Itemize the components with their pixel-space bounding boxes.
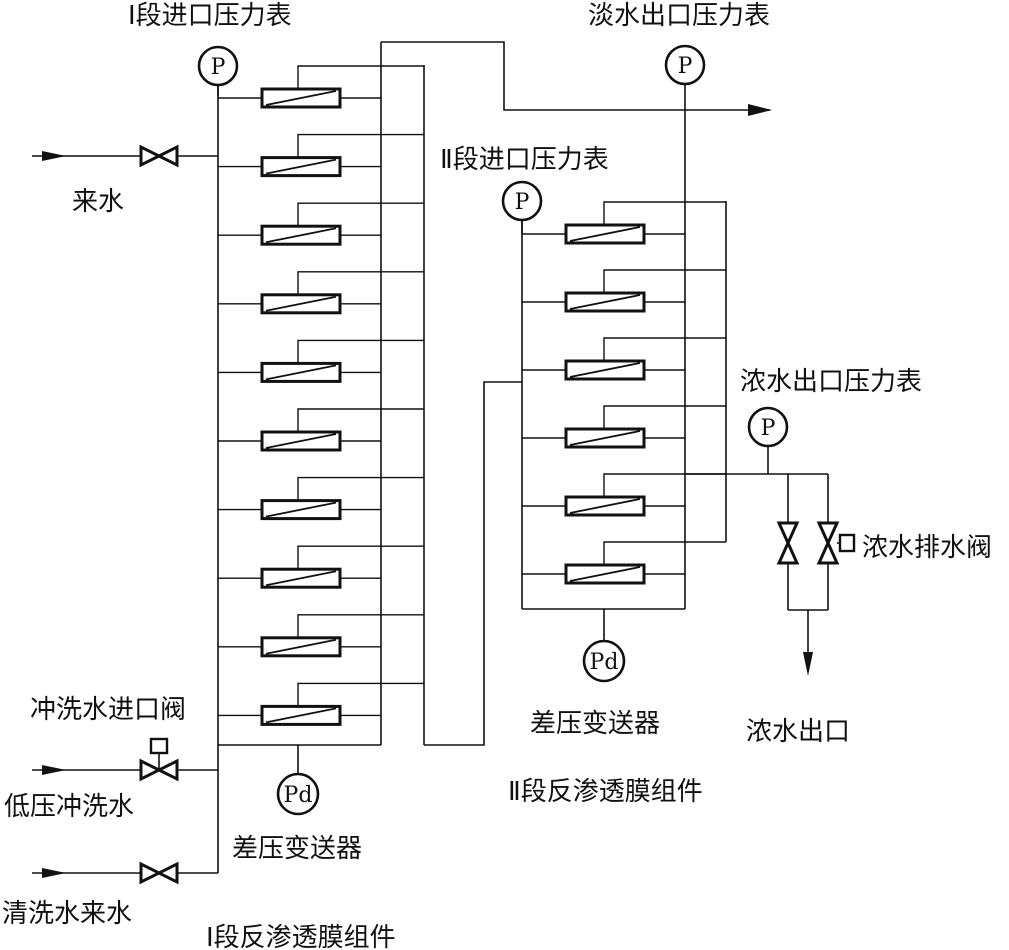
cleaning-water-valve[interactable] xyxy=(139,861,179,885)
feed-water-valve[interactable] xyxy=(139,144,179,168)
gauge-symbol: P xyxy=(761,416,776,441)
stage1-membrane-array xyxy=(218,65,424,726)
membrane-element xyxy=(218,545,424,589)
dp-symbol: Pd xyxy=(590,650,619,675)
membrane-element xyxy=(218,65,424,109)
membrane-element xyxy=(522,405,726,449)
membrane-diagonal xyxy=(569,498,641,514)
concentrate-outlet-gauge-label: 浓水出口压力表 xyxy=(740,367,922,397)
concentrate-outlet-arrowhead xyxy=(803,652,813,676)
membrane-diagonal xyxy=(265,501,337,518)
membrane-element xyxy=(218,202,424,246)
membrane-diagonal xyxy=(569,226,641,242)
membrane-diagonal xyxy=(265,227,337,244)
stage1-dp-transmitter-label: 差压变送器 xyxy=(232,834,362,864)
stage1-module-label: Ⅰ段反渗透膜组件 xyxy=(206,923,396,950)
product-outlet-gauge: P xyxy=(664,44,706,86)
cleaning-water-inlet-label: 清洗水来水 xyxy=(2,899,132,929)
concentrate-drain-valve[interactable] xyxy=(816,521,840,565)
concentrate-valve[interactable] xyxy=(776,521,800,565)
membrane-diagonal xyxy=(265,433,337,449)
membrane-diagonal xyxy=(265,295,337,312)
stage2-inlet-gauge: P xyxy=(501,180,543,234)
gauge-symbol: P xyxy=(678,54,693,79)
membrane-diagonal xyxy=(265,364,337,381)
cleaning-water-line xyxy=(32,861,218,885)
membrane-diagonal xyxy=(265,638,337,655)
membrane-diagonal xyxy=(265,90,337,106)
membrane-diagonal xyxy=(569,566,641,582)
concentrate-outlet-assembly: P xyxy=(685,406,856,676)
product-outlet-arrowhead xyxy=(748,104,772,116)
membrane-element xyxy=(218,476,424,521)
membrane-diagonal xyxy=(569,362,641,378)
membrane-diagonal xyxy=(265,570,337,587)
membrane-element xyxy=(522,337,726,381)
drain-valve-actuator xyxy=(838,533,856,553)
stage2-inlet-gauge-label: Ⅱ段进口压力表 xyxy=(440,145,609,175)
gauge-symbol: P xyxy=(515,190,530,215)
valve-actuator xyxy=(149,737,169,755)
interstage-pipe xyxy=(424,381,522,746)
membrane-element xyxy=(522,473,726,517)
stage2-dp-transmitter: Pd xyxy=(582,609,626,683)
concentrate-outlet-gauge xyxy=(747,406,789,448)
membrane-diagonal xyxy=(265,707,337,724)
stage2-module-label: Ⅱ段反渗透膜组件 xyxy=(508,777,703,807)
membrane-diagonal xyxy=(569,430,641,446)
concentrate-outlet-label: 浓水出口 xyxy=(746,717,850,747)
stage2-membrane-array xyxy=(522,201,726,585)
flush-water-line xyxy=(32,737,218,782)
membrane-element xyxy=(218,271,424,315)
product-outlet-pipe xyxy=(381,41,770,111)
stage1-inlet-gauge-label: Ⅰ段进口压力表 xyxy=(128,1,292,31)
membrane-diagonal xyxy=(569,294,641,310)
stage2-dp-transmitter-label: 差压变送器 xyxy=(530,709,660,739)
feed-water-line xyxy=(32,144,218,168)
product-outlet-gauge-label: 淡水出口压力表 xyxy=(588,1,770,31)
membrane-element xyxy=(218,133,424,178)
membrane-element xyxy=(218,339,424,383)
stage1-inlet-gauge: P xyxy=(197,45,239,96)
flush-inlet-valve-label: 冲洗水进口阀 xyxy=(30,695,186,725)
membrane-diagonal xyxy=(265,158,337,175)
low-pressure-flush-water-label: 低压冲洗水 xyxy=(4,792,134,822)
gauge-symbol: P xyxy=(211,55,226,80)
membrane-element xyxy=(522,269,726,313)
membrane-element xyxy=(218,614,424,658)
stage1-dp-transmitter: Pd xyxy=(276,745,320,816)
membrane-element xyxy=(218,682,424,726)
membrane-element xyxy=(522,201,726,245)
dp-symbol: Pd xyxy=(284,783,313,808)
membrane-element xyxy=(522,541,726,585)
concentrate-drain-valve-label: 浓水排水阀 xyxy=(862,533,992,563)
feed-water-label: 来水 xyxy=(72,187,124,217)
membrane-element xyxy=(218,408,424,452)
